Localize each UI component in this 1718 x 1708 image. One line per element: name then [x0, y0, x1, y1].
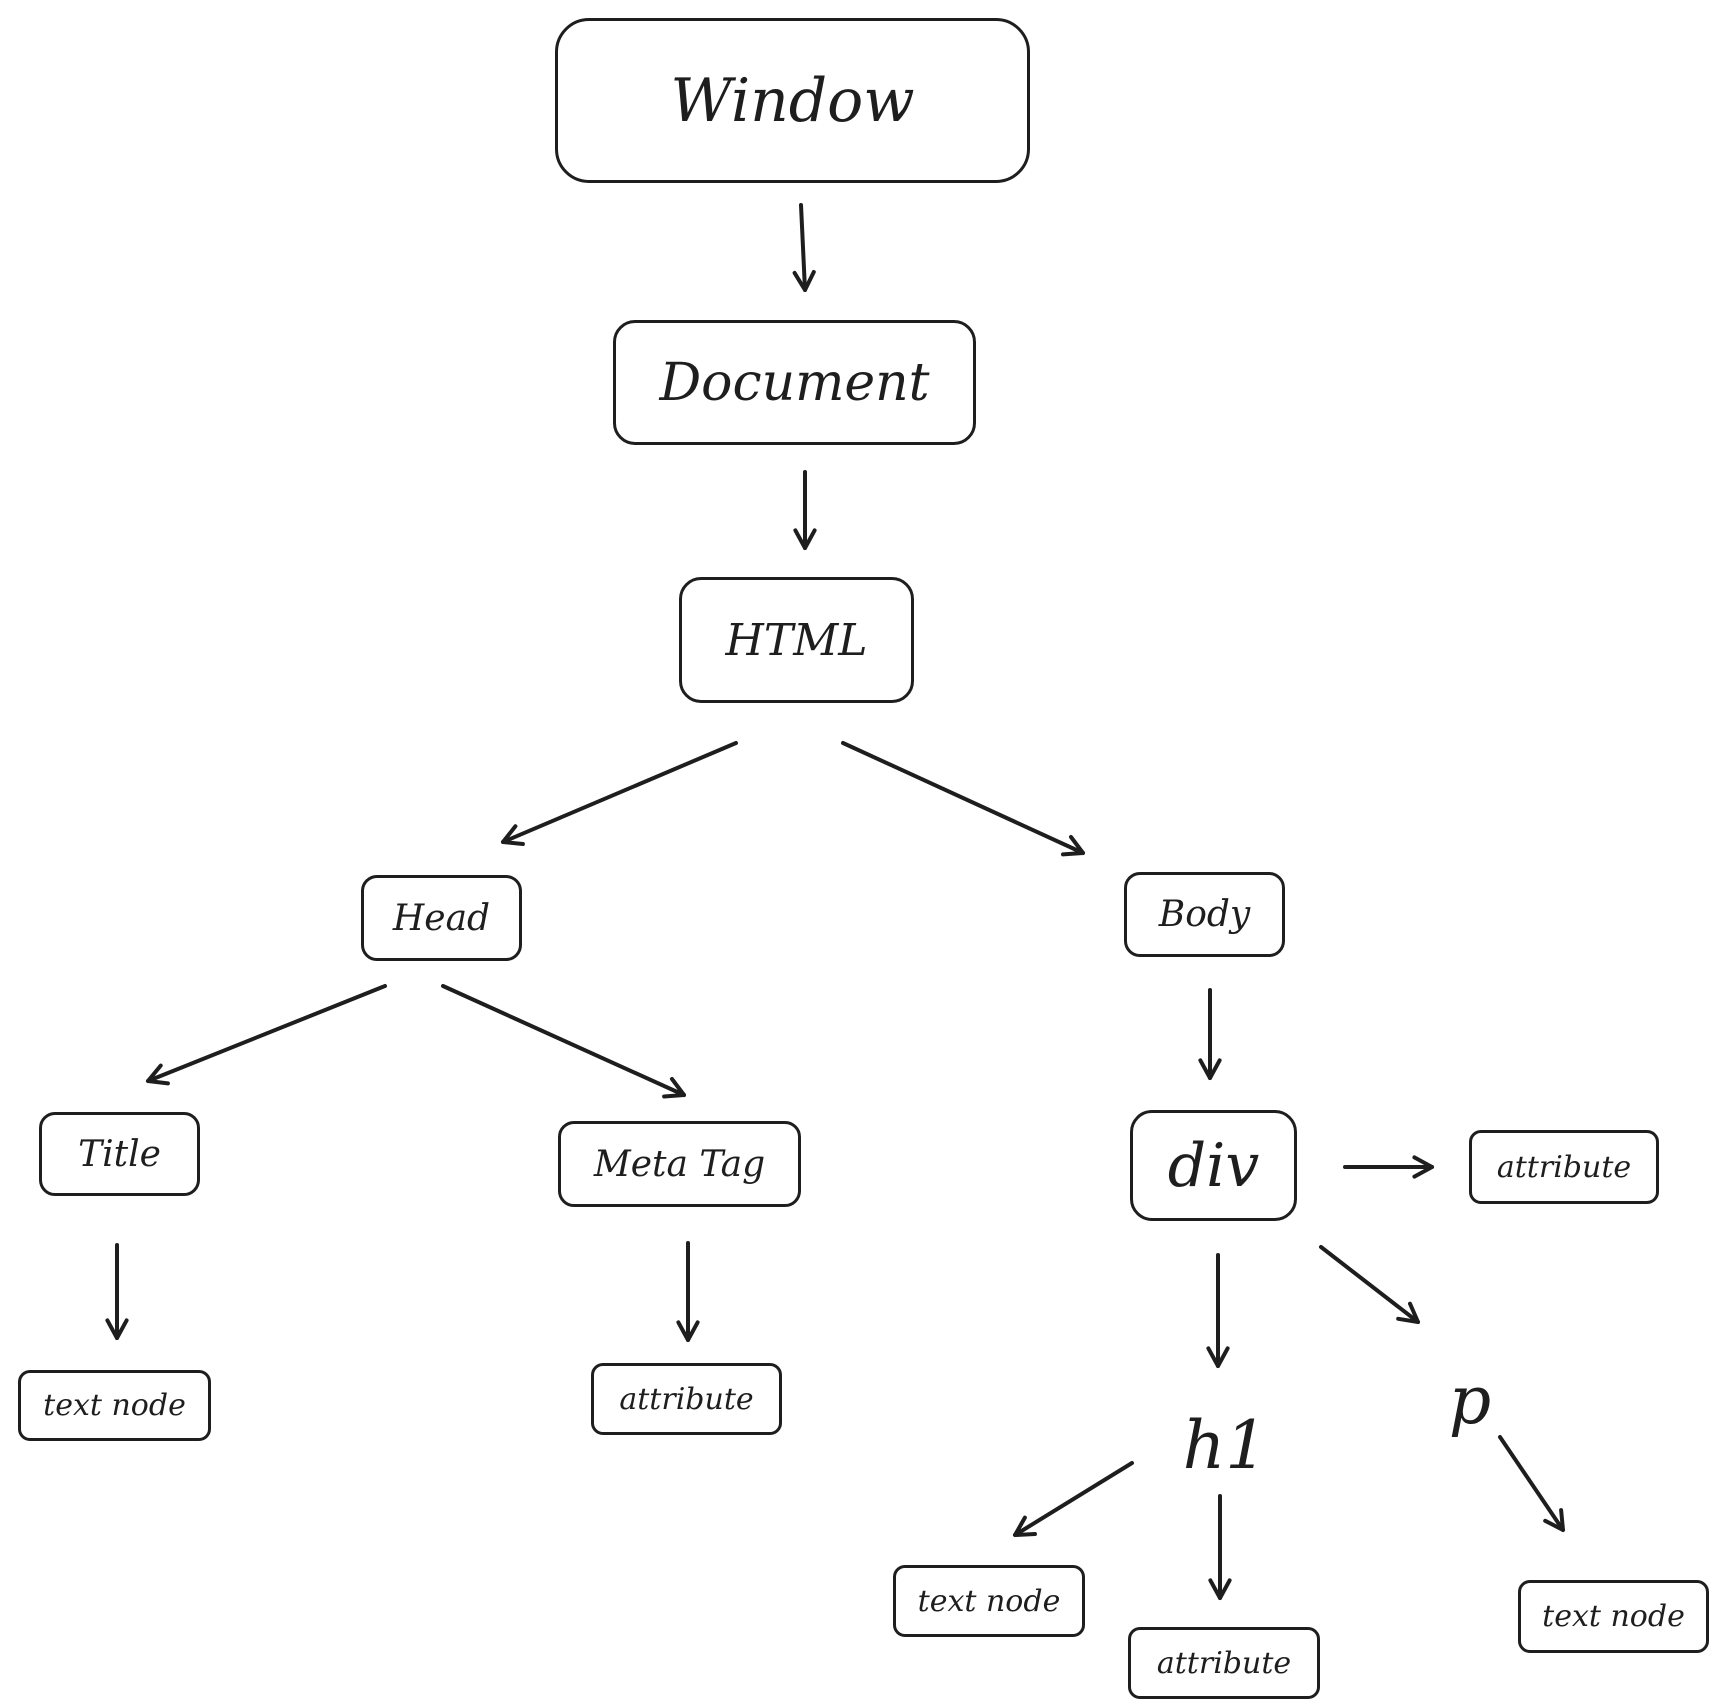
- arrow-meta-tag-to-attribute-head: [676, 1320, 700, 1342]
- arrow-head-to-meta-tag: [441, 984, 686, 1099]
- arrow-meta-tag-to-attribute: [676, 1241, 700, 1342]
- node-div: div: [1130, 1110, 1297, 1221]
- arrow-html-to-head: [501, 741, 738, 846]
- arrow-document-to-html: [793, 470, 817, 550]
- arrow-h1-to-attribute-head: [1208, 1578, 1232, 1600]
- arrow-div-to-h1-head: [1206, 1346, 1230, 1368]
- node-title-text-node: text node: [18, 1370, 211, 1441]
- node-h1-attribute: attribute: [1128, 1627, 1320, 1699]
- arrow-html-to-body: [841, 741, 1085, 857]
- node-head: Head: [361, 875, 522, 961]
- arrow-div-to-p: [1319, 1245, 1420, 1324]
- node-div-attribute: attribute: [1469, 1130, 1659, 1204]
- arrow-h1-to-text-node: [1013, 1461, 1134, 1537]
- node-p: p: [1448, 1361, 1492, 1439]
- arrow-html-to-head-head: [501, 824, 525, 846]
- node-h1-text-node: text node: [893, 1565, 1085, 1637]
- arrow-body-to-div: [1198, 988, 1222, 1080]
- node-meta-tag: Meta Tag: [558, 1121, 801, 1207]
- arrow-title-to-text-node: [105, 1243, 129, 1340]
- arrow-html-to-body-head: [1061, 835, 1085, 857]
- arrow-div-to-p-head: [1396, 1301, 1420, 1324]
- node-html: HTML: [679, 577, 914, 703]
- arrow-div-to-attribute: [1343, 1155, 1434, 1179]
- arrow-head-to-meta-tag-head: [662, 1077, 686, 1099]
- node-window: Window: [555, 18, 1030, 183]
- node-meta-attribute: attribute: [591, 1363, 782, 1435]
- arrow-head-to-title: [146, 984, 387, 1086]
- node-body: Body: [1124, 872, 1285, 957]
- arrow-body-to-div-head: [1198, 1058, 1222, 1080]
- arrow-h1-to-attribute: [1208, 1494, 1232, 1600]
- arrow-h1-to-text-node-head: [1013, 1515, 1037, 1537]
- node-h1: h1: [1182, 1406, 1268, 1484]
- node-document: Document: [613, 320, 976, 445]
- arrow-document-to-html-head: [793, 528, 817, 550]
- arrow-head-to-title-head: [146, 1063, 170, 1086]
- arrow-p-to-text-node: [1498, 1435, 1565, 1532]
- arrow-div-to-attribute-head: [1412, 1155, 1434, 1179]
- arrow-div-to-h1: [1206, 1253, 1230, 1368]
- node-p-text-node: text node: [1518, 1580, 1709, 1653]
- node-title: Title: [39, 1112, 200, 1196]
- arrow-window-to-document: [792, 203, 816, 292]
- arrow-title-to-text-node-head: [105, 1318, 129, 1340]
- arrow-p-to-text-node-head: [1543, 1508, 1565, 1532]
- arrow-window-to-document-head: [792, 270, 816, 292]
